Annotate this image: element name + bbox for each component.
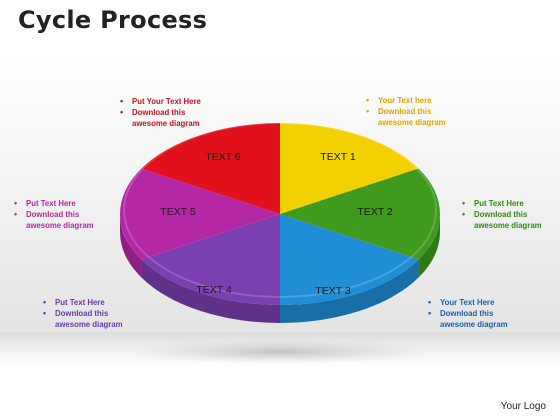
- segment-label-4: TEXT 4: [196, 284, 232, 296]
- segment-tab-4: [260, 257, 279, 270]
- segment-tab-1: [281, 158, 300, 171]
- pie-labels: TEXT 1 TEXT 2 TEXT 3 TEXT 4 TEXT 5 TEXT …: [160, 151, 393, 297]
- segment-label-1: TEXT 1: [320, 151, 356, 163]
- slide-title: Cycle Process: [18, 6, 208, 34]
- segment-4: [141, 214, 280, 305]
- segment-label-2: TEXT 2: [357, 206, 393, 218]
- segment-label-6: TEXT 6: [205, 151, 241, 163]
- segment-5: [120, 168, 280, 260]
- segment-tab-6: [200, 177, 219, 190]
- segment-side-3: [280, 259, 419, 323]
- segment-6: [141, 123, 280, 214]
- segment-side-5: [120, 214, 142, 278]
- segment-label-3: TEXT 3: [315, 285, 351, 297]
- segment-tab-2: [352, 188, 371, 201]
- segment-label-5: TEXT 5: [160, 206, 196, 218]
- segment-tab-5: [189, 227, 208, 240]
- segment-1: [280, 123, 419, 214]
- note-6: Put Your Text Here Download thisawesome …: [120, 96, 201, 129]
- note-6-line-3: awesome diagram: [132, 119, 200, 128]
- note-4-line-3: awesome diagram: [55, 320, 123, 329]
- note-5-line-3: awesome diagram: [26, 221, 94, 230]
- segment-side-4: [141, 259, 280, 323]
- pie-highlight: [123, 122, 437, 298]
- logo-text: Your Logo: [500, 401, 546, 412]
- note-2-line-1: Put Text Here: [462, 198, 542, 209]
- segment-2: [280, 168, 440, 260]
- pie-sides: [120, 214, 440, 323]
- note-3-line-1: Your Text Here: [428, 297, 508, 308]
- note-4-line-1: Put Text Here: [43, 297, 123, 308]
- diagram-shadow: [130, 340, 430, 364]
- segment-3: [280, 214, 419, 305]
- pie-tops: [120, 122, 440, 305]
- note-6-line-1: Put Your Text Here: [120, 96, 201, 107]
- note-5-line-1: Put Text Here: [14, 198, 94, 209]
- note-2-line-3: awesome diagram: [474, 221, 542, 230]
- note-1-line-3: awesome diagram: [378, 118, 446, 127]
- note-3-line-3: awesome diagram: [440, 320, 508, 329]
- note-1-line-1: Your Text here: [366, 95, 446, 106]
- segment-tab-3: [341, 238, 360, 251]
- segment-side-2: [418, 214, 440, 278]
